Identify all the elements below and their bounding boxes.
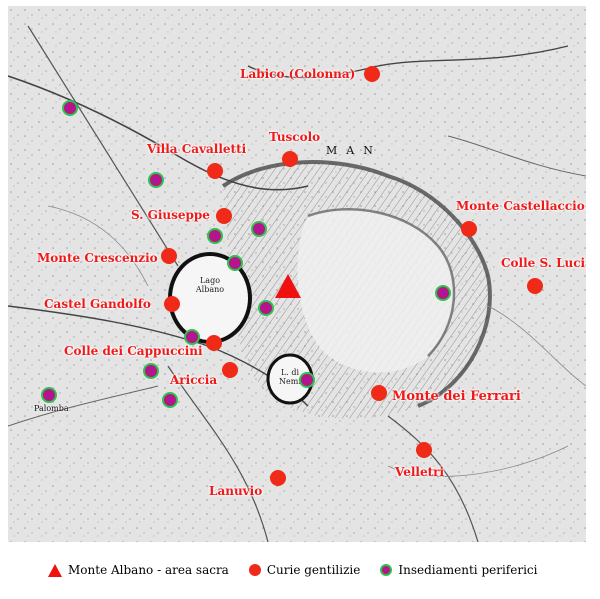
settlement-marker — [207, 228, 223, 244]
contour — [387, 445, 569, 477]
legend-label-sacred: Monte Albano - area sacra — [68, 563, 229, 577]
road — [387, 415, 479, 542]
ringed-dot-icon — [380, 564, 393, 576]
settlement-marker — [435, 285, 451, 301]
road — [8, 385, 159, 427]
legend-item-settlements: Insediamenti periferici — [380, 563, 537, 577]
lake-nemi-name: L. di Nemi — [279, 368, 301, 386]
map-legend: Monte Albano - area sacra Curie gentiliz… — [48, 560, 557, 580]
settlement-marker — [184, 329, 200, 345]
legend-label-curie: Curie gentilizie — [266, 563, 361, 577]
curia-marker — [207, 163, 223, 179]
legend-label-settlements: Insediamenti periferici — [398, 563, 538, 577]
label-monte-crescenzio: Monte Crescenzio — [37, 251, 158, 265]
road — [247, 45, 569, 79]
settlement-marker — [148, 172, 164, 188]
label-labico: Labico (Colonna) — [240, 67, 356, 81]
legend-item-sacred: Monte Albano - area sacra — [48, 563, 229, 577]
sacred-area-marker — [275, 274, 301, 298]
inner-ridge — [307, 208, 456, 357]
curia-marker — [371, 385, 387, 401]
road — [167, 365, 269, 542]
curia-marker — [164, 296, 180, 312]
settlement-marker — [62, 100, 78, 116]
label-tuscolo: Tuscolo — [269, 130, 321, 144]
curia-marker — [364, 66, 380, 82]
lake-albano-name: Lago Albano — [195, 276, 225, 294]
settlement-marker — [41, 387, 57, 403]
label-s-giuseppe: S. Giuseppe — [131, 208, 210, 222]
settlement-marker — [143, 363, 159, 379]
curia-marker — [222, 362, 238, 378]
region-name: MAN — [326, 144, 382, 157]
settlement-marker — [251, 221, 267, 237]
settlement-marker — [227, 255, 243, 271]
label-colle-dei-cappuccini: Colle dei Cappuccini — [64, 344, 203, 358]
red-dot-icon — [248, 564, 261, 576]
road — [447, 135, 586, 177]
curia-marker — [206, 335, 222, 351]
contour — [47, 205, 149, 287]
settlement-marker — [258, 300, 274, 316]
curia-marker — [527, 278, 543, 294]
legend-item-curie: Curie gentilizie — [248, 563, 361, 577]
label-monte-castellaccio: Monte Castellaccio — [456, 199, 585, 213]
triangle-icon — [48, 563, 62, 577]
settlement-marker — [162, 392, 178, 408]
curia-marker — [461, 221, 477, 237]
label-ariccia: Ariccia — [170, 373, 218, 387]
crater-interior — [297, 209, 455, 373]
curia-marker — [282, 151, 298, 167]
label-villa-cavalletti: Villa Cavalletti — [147, 142, 247, 156]
label-lanuvio: Lanuvio — [209, 484, 263, 498]
curia-marker — [216, 208, 232, 224]
curia-marker — [161, 248, 177, 264]
road — [8, 75, 309, 191]
label-velletri: Velletri — [395, 465, 445, 479]
label-monte-dei-ferrari: Monte dei Ferrari — [392, 389, 521, 404]
road — [27, 25, 179, 267]
map-area: Lago Albano L. di Nemi MAN Palomba Labic… — [8, 6, 586, 542]
palombara-name: Palomba — [34, 404, 69, 413]
curia-marker — [270, 470, 286, 486]
crater-rim-line — [221, 160, 492, 408]
curia-marker — [416, 442, 432, 458]
contour — [487, 305, 586, 387]
label-colle-s-lucia: Colle S. Lucia — [501, 256, 586, 270]
settlement-marker — [299, 372, 315, 388]
label-castel-gandolfo: Castel Gandolfo — [44, 297, 151, 311]
